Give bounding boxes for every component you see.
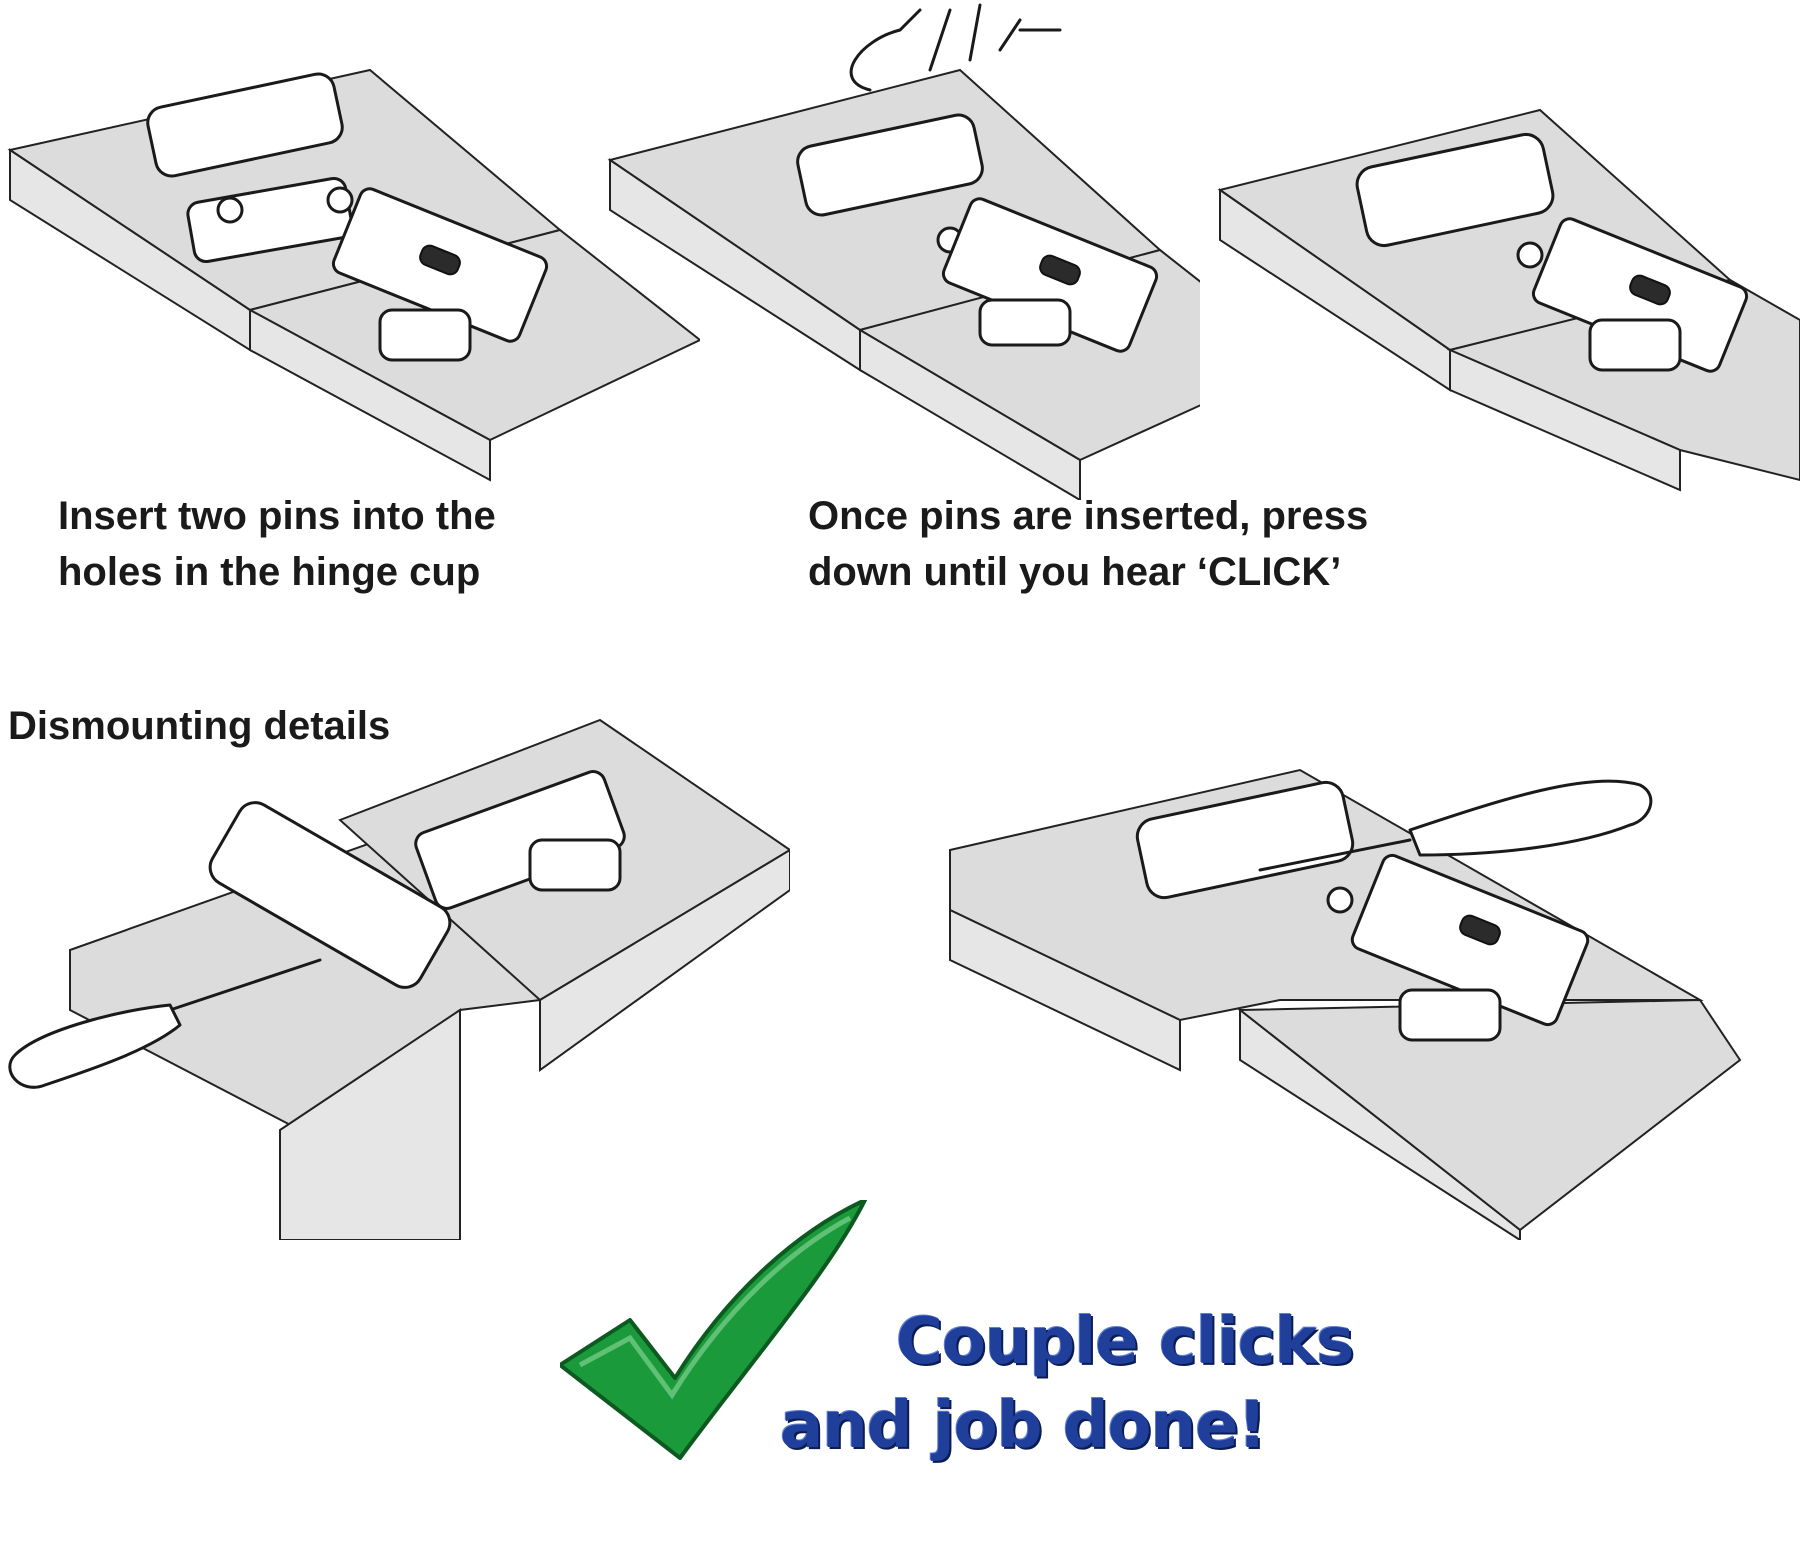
screwdriver-icon-2 [1408,779,1653,857]
hinge-diagram-5 [949,768,1742,1240]
illustration-press-down [600,0,1200,500]
hinge-diagram-2 [607,3,1200,500]
step-1-line-2: holes in the hinge cup [58,550,481,594]
hinge-diagram-3 [1217,108,1800,492]
illustration-mounted [1210,80,1800,520]
step-1-line-1: Insert two pins into the [58,494,496,538]
step-2-caption: Once pins are inserted, press down until… [808,488,1368,600]
slogan-line-2: and job done! [780,1389,1267,1463]
hinge-diagram-4 [8,718,790,1240]
screwdriver-icon [8,1003,182,1089]
illustration-insert-pins [0,40,700,490]
slogan: Couple clicks and job done! [780,1300,1400,1468]
illustration-dismount-right [940,760,1800,1240]
finger-icon [849,3,1062,92]
slogan-line-1: Couple clicks [896,1305,1354,1379]
checkmark [560,1200,880,1460]
step-1-caption: Insert two pins into the holes in the hi… [58,488,496,600]
step-2-line-1: Once pins are inserted, press [808,494,1369,538]
step-2-line-2: down until you hear ‘CLICK’ [808,550,1342,594]
hinge-diagram-1 [7,68,700,482]
illustration-dismount-left [0,710,790,1240]
dismounting-title: Dismounting details [8,704,391,748]
checkmark-icon [560,1200,867,1460]
